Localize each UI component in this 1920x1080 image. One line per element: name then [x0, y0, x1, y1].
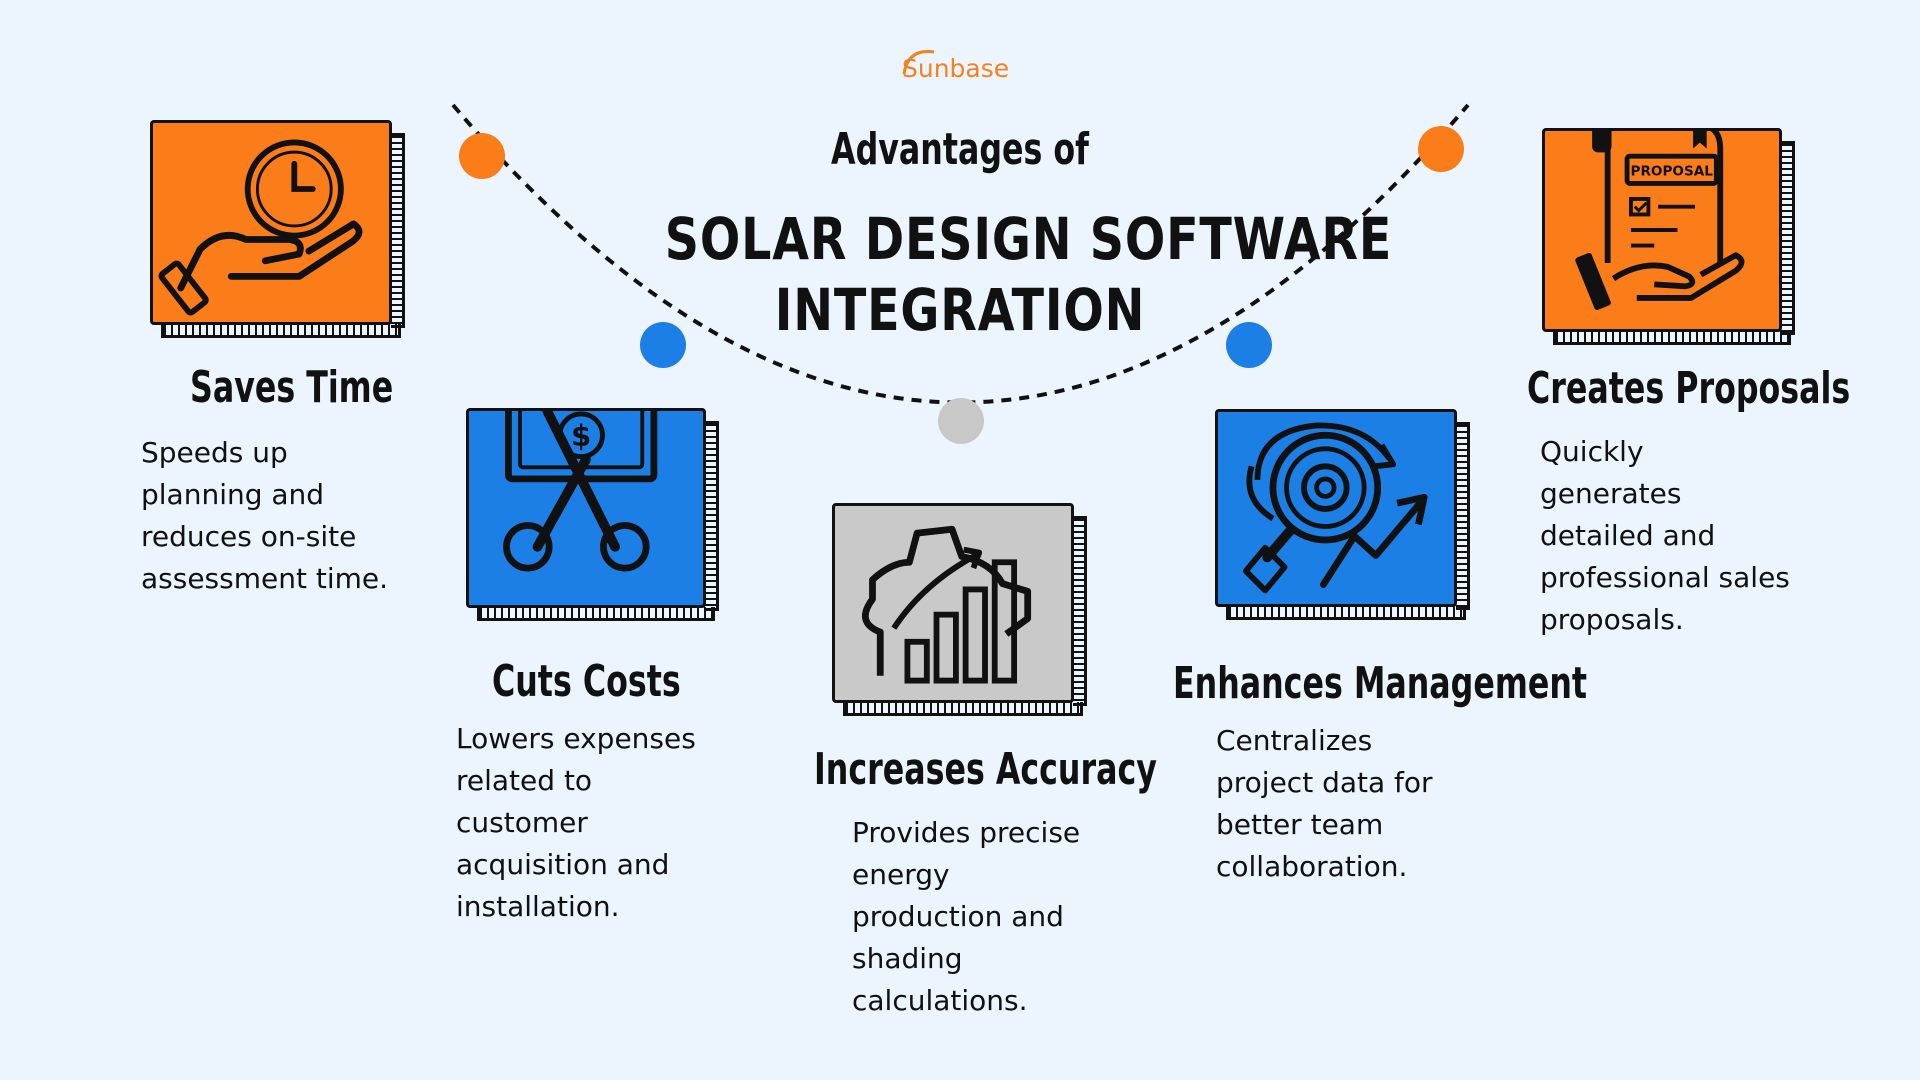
svg-text:$: $ [571, 419, 591, 453]
clock-hand-icon [158, 139, 363, 316]
cuts-costs-card: $ [466, 408, 719, 621]
scissors-money-icon: $ [503, 411, 658, 572]
saves-time-card [150, 120, 405, 338]
timeline-dot-1 [459, 133, 505, 179]
logo-text: Sunbase [902, 53, 1010, 83]
proposal-document-hand-icon: PROPOSAL [1575, 131, 1745, 310]
feature-title-saves-time: Saves Time [190, 362, 394, 413]
title-line-2: SOLAR DESIGN SOFTWARE [664, 205, 1393, 273]
feature-desc-saves-time: Speeds up planning and reduces on-site a… [141, 436, 389, 595]
feature-title-creates-proposals: Creates Proposals [1527, 363, 1851, 414]
timeline-dot-4 [1226, 322, 1272, 368]
title-line-1: Advantages of [831, 124, 1089, 175]
feature-desc-creates-proposals: Quickly generates detailed and professio… [1540, 435, 1790, 636]
feature-desc-increases-accuracy: Provides precise energy production and s… [852, 816, 1081, 1017]
enhances-management-card [1215, 409, 1470, 620]
feature-title-increases-accuracy: Increases Accuracy [814, 744, 1157, 795]
timeline-dot-5 [1418, 126, 1464, 172]
magnifier-gear-growth-icon [1242, 422, 1428, 594]
timeline-dot-2 [640, 322, 686, 368]
sunbase-logo: Sunbase [902, 48, 1022, 88]
title-line-3: INTEGRATION [774, 276, 1146, 344]
creates-proposals-card: PROPOSAL [1542, 128, 1795, 345]
proposal-label: PROPOSAL [1631, 164, 1714, 180]
increases-accuracy-card [832, 503, 1087, 716]
feature-title-cuts-costs: Cuts Costs [492, 656, 681, 707]
gear-chart-icon [862, 525, 1032, 684]
timeline-dot-3 [938, 398, 984, 444]
feature-title-enhances-management: Enhances Management [1173, 658, 1588, 709]
feature-desc-enhances-management: Centralizes project data for better team… [1216, 724, 1433, 883]
feature-desc-cuts-costs: Lowers expenses related to customer acqu… [456, 722, 696, 923]
